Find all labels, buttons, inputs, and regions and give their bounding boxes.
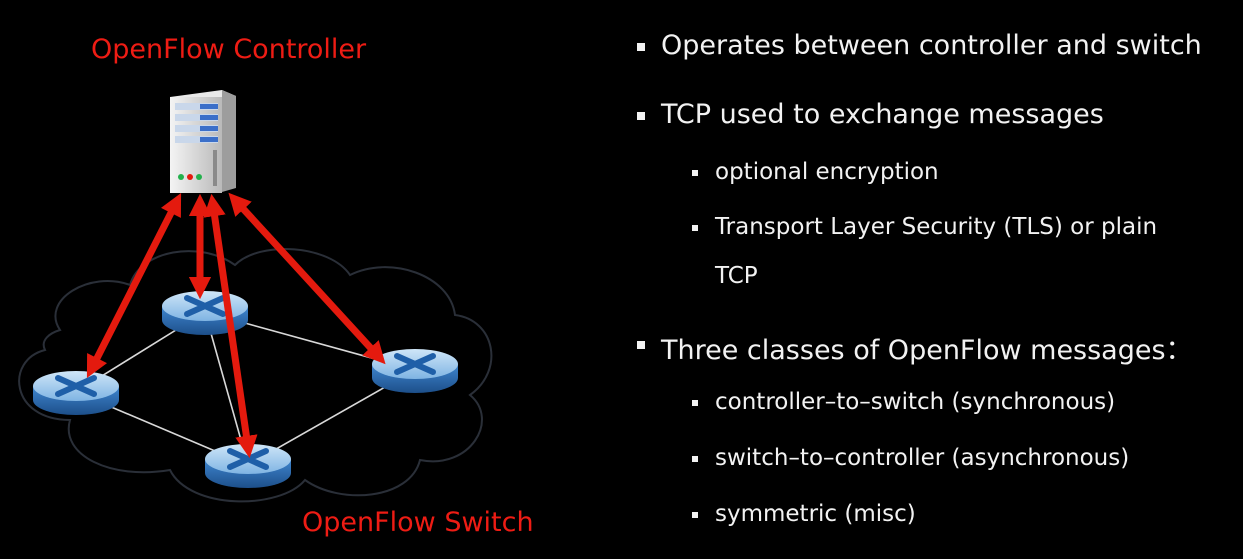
switch-icon <box>33 371 119 415</box>
bullet-item: Three classes of OpenFlow messages： <box>637 328 1193 367</box>
bullet-square-icon <box>692 400 698 406</box>
switch-icon <box>205 444 291 488</box>
bullet-text: TCP <box>715 263 758 289</box>
bullet-text: switch–to–controller (asynchronous) <box>715 445 1130 471</box>
bullet-text: TCP used to exchange messages <box>661 99 1104 130</box>
arrow-controller-switch-left <box>86 193 182 378</box>
bullet-square-icon <box>692 225 698 231</box>
controller-label: OpenFlow Controller <box>91 34 367 65</box>
bullet-text: Three classes of OpenFlow messages： <box>661 335 1193 366</box>
sub-bullet-item: symmetric (misc) <box>692 501 916 527</box>
sub-bullet-item: switch–to–controller (asynchronous) <box>692 445 1130 471</box>
bullet-text: optional encryption <box>715 159 939 185</box>
arrow-controller-switch-right <box>228 192 386 365</box>
bullet-square-icon <box>692 170 698 176</box>
bullet-square-icon <box>692 512 698 518</box>
sub-bullet-item: optional encryption <box>692 159 939 185</box>
message-arrows <box>86 192 386 459</box>
sub-bullet-item: Transport Layer Security (TLS) or plain <box>692 214 1158 240</box>
openflow-diagram <box>18 90 493 503</box>
switch-icon <box>162 291 248 335</box>
bullet-item: Operates between controller and switch <box>637 30 1202 61</box>
bullet-square-icon <box>637 43 645 51</box>
sub-bullet-item: controller–to–switch (synchronous) <box>692 389 1116 415</box>
server-icon <box>170 90 236 193</box>
bullet-square-icon <box>637 112 645 120</box>
bullet-text: Transport Layer Security (TLS) or plain <box>715 214 1158 240</box>
bullet-item: TCP used to exchange messages <box>637 99 1104 130</box>
bullet-text: Operates between controller and switch <box>661 30 1202 61</box>
bullet-text: symmetric (misc) <box>715 501 916 527</box>
switch-label: OpenFlow Switch <box>302 507 534 538</box>
bullet-square-icon <box>637 341 645 349</box>
bullet-text: controller–to–switch (synchronous) <box>715 389 1116 415</box>
bullet-square-icon <box>692 456 698 462</box>
switch-icon <box>372 349 458 393</box>
sub-bullet-continuation: TCP <box>715 263 758 289</box>
